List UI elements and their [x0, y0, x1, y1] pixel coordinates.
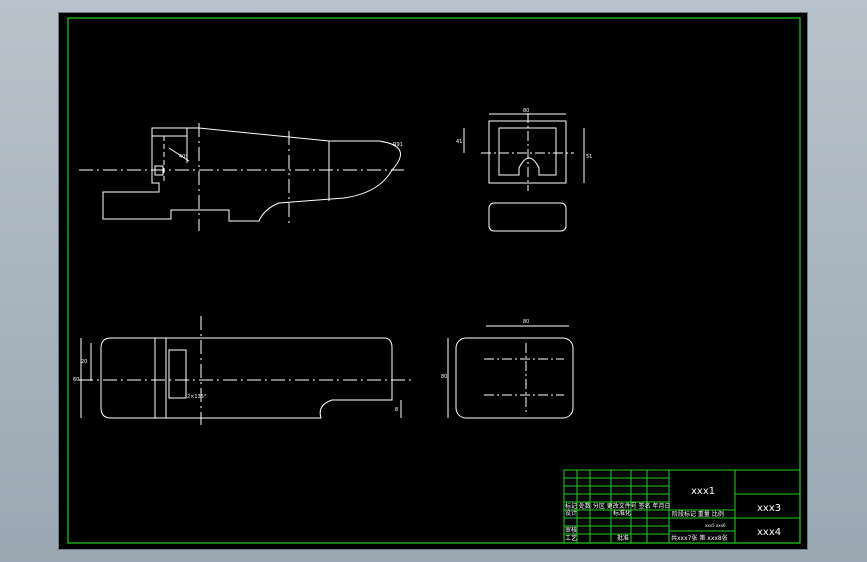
title-material: xxx3: [757, 503, 781, 514]
title-sheet: 共xxx7张 第 xxx8张: [671, 534, 728, 542]
title-designer: 设计: [565, 509, 577, 517]
title-part-name: xxx1: [691, 486, 715, 497]
view-elevation: [79, 123, 404, 231]
dim-side-height: 80: [441, 374, 447, 380]
part-outline: [488, 202, 567, 232]
dim-front-width: 80: [523, 108, 529, 114]
dim-radius: R91: [393, 142, 403, 148]
part-outline: [455, 337, 574, 419]
dim-side-width: 80: [523, 319, 529, 325]
drawing-border: [67, 17, 801, 544]
view-front: [463, 113, 585, 232]
title-process: 工艺: [565, 534, 577, 542]
title-change-row: 标记 处数 分区 更改文件号 签名 年月日: [565, 502, 671, 510]
cad-drawing: R91 40° 80 41 51 20 60 2×135° 8: [67, 17, 801, 544]
dim-angle: 40°: [179, 154, 188, 160]
dim-plan-small: 8: [395, 407, 398, 413]
dim-front-left: 41: [456, 139, 462, 145]
dim-plan-a: 20: [81, 359, 87, 365]
dim-plan-b: 60: [73, 377, 79, 383]
title-drawing-no: xxx4: [757, 527, 781, 538]
part-outline: [102, 127, 401, 222]
title-approve: 批准: [617, 534, 629, 542]
title-stage: 阶段标记 重量 比例: [672, 510, 724, 518]
part-outline: [100, 337, 393, 419]
view-plan: [79, 316, 411, 425]
part-outline: [488, 120, 567, 184]
title-scale: xxx5 xxx6: [705, 523, 726, 528]
drawing-viewport[interactable]: R91 40° 80 41 51 20 60 2×135° 8: [58, 12, 808, 550]
dim-plan-angle: 2×135°: [187, 394, 207, 400]
title-standardization: 标准化: [613, 509, 631, 517]
title-checker: 审核: [565, 526, 577, 534]
view-side: [447, 325, 574, 419]
dim-front-right: 51: [586, 154, 592, 160]
title-block: [563, 469, 801, 544]
